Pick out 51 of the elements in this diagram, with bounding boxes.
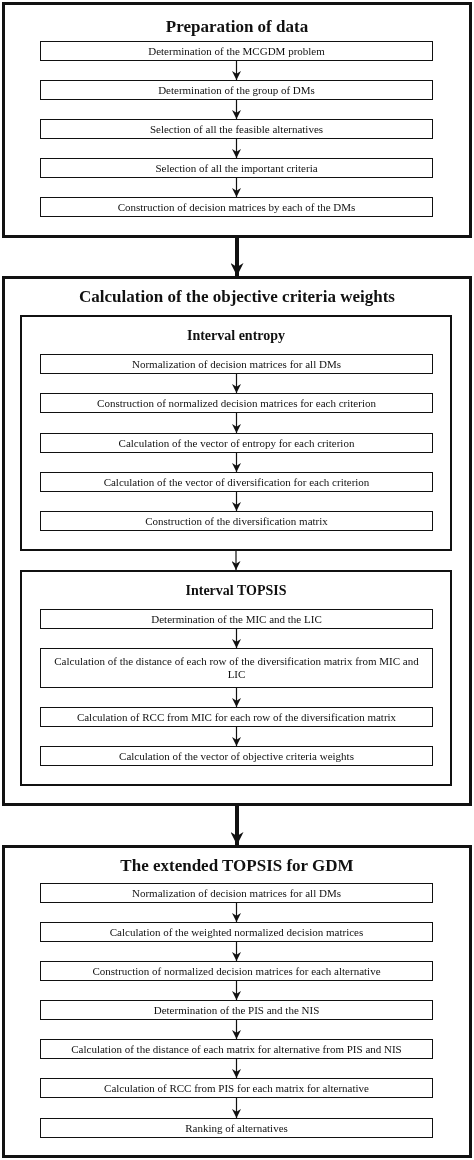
process-box: Selection of all the feasible alternatives <box>40 119 433 139</box>
arrow <box>232 687 241 708</box>
stage-title: Interval entropy <box>186 328 286 343</box>
arrow <box>232 491 241 512</box>
arrow <box>232 1058 241 1079</box>
arrow <box>232 373 241 394</box>
stage-panel <box>2 2 472 238</box>
process-box: Determination of the MCGDM problem <box>40 41 433 61</box>
arrow <box>232 726 241 747</box>
arrow <box>232 941 241 962</box>
stage-panel <box>20 315 452 551</box>
stage-title: Calculation of the objective criteria weights <box>79 287 395 306</box>
process-box: Construction of normalized decision matrices for each alternative <box>40 961 433 981</box>
stage-panel <box>2 276 472 806</box>
process-box: Construction of decision matrices by each of the DMs <box>40 197 433 217</box>
stage-panel <box>2 845 472 1158</box>
arrow <box>232 452 241 473</box>
process-box: Ranking of alternatives <box>40 1118 433 1138</box>
process-box: Calculation of the distance of each row of the diversification matrix from MIC and LIC <box>40 648 433 688</box>
arrow <box>232 902 241 923</box>
arrow <box>232 1019 241 1040</box>
arrow <box>232 177 241 198</box>
arrow <box>232 628 241 649</box>
stage-panel <box>20 570 452 786</box>
process-box: Construction of the diversification matrix <box>40 511 433 531</box>
process-box: Calculation of the weighted normalized decision matrices <box>40 922 433 942</box>
stage-title: The extended TOPSIS for GDM <box>120 856 354 875</box>
stage-title: Interval TOPSIS <box>185 583 287 598</box>
stage-title: Preparation of data <box>165 17 309 36</box>
process-box: Determination of the MIC and the LIC <box>40 609 433 629</box>
arrow <box>232 980 241 1001</box>
arrow <box>232 60 241 81</box>
process-box: Calculation of the vector of entropy for each criterion <box>40 433 433 453</box>
arrow <box>232 99 241 120</box>
arrow <box>232 138 241 159</box>
arrow <box>232 412 241 434</box>
arrow <box>232 1097 241 1119</box>
process-box: Calculation of the distance of each matrix for alternative from PIS and NIS <box>40 1039 433 1059</box>
process-box: Determination of the PIS and the NIS <box>40 1000 433 1020</box>
arrow <box>230 806 244 845</box>
arrow <box>231 550 241 571</box>
process-box: Normalization of decision matrices for all DMs <box>40 883 433 903</box>
process-box: Normalization of decision matrices for all DMs <box>40 354 433 374</box>
process-box: Calculation of the vector of objective criteria weights <box>40 746 433 766</box>
process-box: Calculation of RCC from MIC for each row of the diversification matrix <box>40 707 433 727</box>
process-box: Determination of the group of DMs <box>40 80 433 100</box>
process-box: Construction of normalized decision matrices for each criterion <box>40 393 433 413</box>
process-box: Selection of all the important criteria <box>40 158 433 178</box>
process-box: Calculation of RCC from PIS for each matrix for alternative <box>40 1078 433 1098</box>
process-box: Calculation of the vector of diversification for each criterion <box>40 472 433 492</box>
arrow <box>230 238 244 276</box>
